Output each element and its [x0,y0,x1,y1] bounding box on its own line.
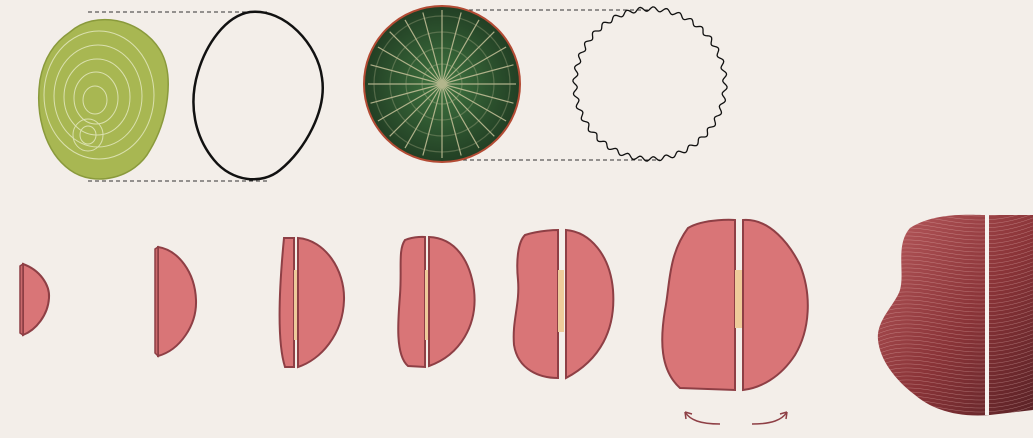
growth-stage-1 [20,264,49,335]
growth-stage-5 [514,230,614,378]
growth-stage-3 [280,238,344,367]
growth-stage-2 [155,247,196,356]
growth-stage-4 [398,237,474,367]
growth-stage-6 [662,220,808,390]
lily-pad [364,6,520,162]
tree-ring-cross-section [39,20,168,179]
growth-stage-final-mesh [870,195,1033,438]
lily-pad-outline [573,7,727,161]
tree-ring-outline [193,12,322,180]
rotation-arrows [685,412,787,424]
